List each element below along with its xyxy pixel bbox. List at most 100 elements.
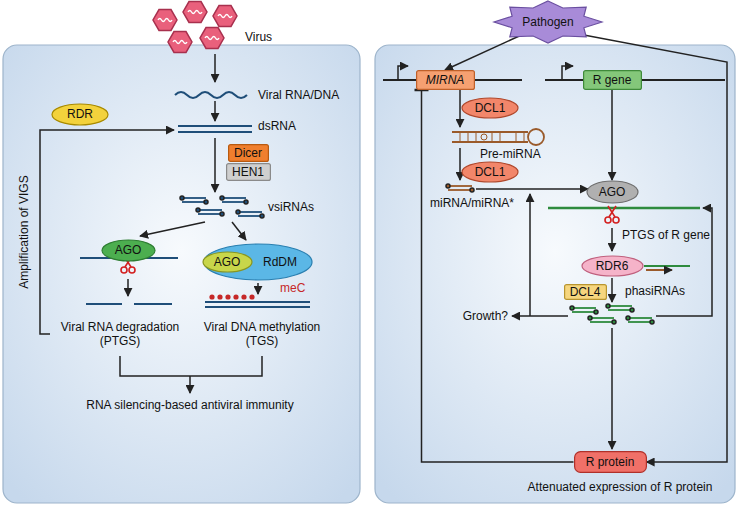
left-pathway xyxy=(140,222,205,236)
node-text: Dicer xyxy=(234,146,262,160)
node-text: RDR xyxy=(67,107,93,121)
phasirna-duplex xyxy=(570,306,598,314)
left-pathway xyxy=(40,130,174,334)
process-label: Viral RNA degradation (PTGS) xyxy=(54,320,186,348)
ellipse-shape xyxy=(204,244,312,280)
node-text: MIRNA xyxy=(426,73,465,87)
node-text: DCL1 xyxy=(475,165,506,179)
right-pathway xyxy=(611,228,613,251)
inhibition-line xyxy=(422,90,574,462)
right-pathway xyxy=(512,315,530,317)
left-pathway xyxy=(178,125,252,127)
rect-shape xyxy=(228,145,268,162)
right-pathway xyxy=(656,208,712,316)
gene-box: MIRNA xyxy=(416,70,475,90)
left-pathway xyxy=(205,301,310,303)
molecule-label: Viral RNA/DNA xyxy=(258,88,339,102)
protein-ellipse: AGO xyxy=(202,251,253,273)
right-panel xyxy=(375,45,735,503)
virus-particles xyxy=(153,2,237,53)
hairpin xyxy=(452,141,528,143)
protein-box: R protein xyxy=(574,451,647,473)
ellipse-shape xyxy=(462,162,518,182)
left-pathway xyxy=(205,306,310,308)
enzyme-ellipse: DCL1 xyxy=(461,97,519,119)
protein-ellipse: AGO xyxy=(586,180,639,204)
virus-particles xyxy=(200,28,224,49)
right-pathway xyxy=(548,207,700,210)
node-text: DCL4 xyxy=(570,285,601,299)
right-pathway xyxy=(529,194,531,316)
vsirna-duplex xyxy=(180,196,264,218)
hairpin xyxy=(452,131,528,133)
virus-particles xyxy=(213,6,237,27)
virus-particles xyxy=(153,10,177,31)
hairpin xyxy=(452,129,544,145)
right-pathway xyxy=(562,66,573,80)
left-pathway xyxy=(134,303,172,305)
right-pathway xyxy=(476,188,588,190)
rect-shape xyxy=(226,164,270,181)
vsirna-duplex xyxy=(196,208,224,216)
arrow-connector xyxy=(611,90,613,180)
node-text: AGO xyxy=(599,185,626,199)
phasirna-duplex xyxy=(626,316,654,324)
rect-shape xyxy=(574,452,646,473)
node-text: R gene xyxy=(593,73,632,87)
loop-label: Amplification of VIGS xyxy=(17,175,31,288)
ellipse-shape xyxy=(582,256,643,276)
right-pathway xyxy=(398,66,408,80)
molecule-label: miRNA/miRNA* xyxy=(430,196,514,210)
methyl-dots xyxy=(249,294,254,299)
hairpin xyxy=(460,132,524,142)
methyl-dots xyxy=(233,294,238,299)
rect-shape xyxy=(583,71,641,90)
left-pathway xyxy=(120,356,262,376)
ellipse-shape xyxy=(462,98,518,118)
hairpin xyxy=(528,129,544,145)
ellipse-shape xyxy=(102,240,155,261)
methyl-dots xyxy=(209,294,254,299)
left-pathway xyxy=(127,279,129,296)
right-pathway xyxy=(646,269,672,271)
process-label: Viral DNA methylation (TGS) xyxy=(196,320,328,348)
ellipse-shape xyxy=(203,252,252,272)
ellipse-shape xyxy=(587,181,638,203)
vsirna-duplex xyxy=(180,196,208,204)
enzyme-box: Dicer xyxy=(228,144,269,162)
enzyme-ellipse: RDR xyxy=(51,103,109,126)
left-pathway xyxy=(189,376,191,393)
phasirna-duplex xyxy=(606,304,634,312)
phasirna-duplex xyxy=(570,304,654,324)
enzyme-ellipse: DCL1 xyxy=(461,161,519,183)
note-label: Growth? xyxy=(463,309,508,323)
virus-particles xyxy=(168,32,192,53)
outcome-label: Attenuated expression of R protein xyxy=(528,480,713,494)
molecule-label: Pre-miRNA xyxy=(480,147,541,161)
molecule-label: vsiRNAs xyxy=(268,200,314,214)
protein-ellipse: AGO xyxy=(101,239,156,262)
pathogen-star: Pathogen xyxy=(493,0,603,44)
enzyme-box: DCL4 xyxy=(564,284,607,300)
node-text: HEN1 xyxy=(232,165,264,179)
node-text: Pathogen xyxy=(522,15,573,29)
right-pathway xyxy=(459,148,461,180)
left-pathway xyxy=(178,131,252,133)
arrow-connector xyxy=(568,32,727,462)
right-pathway xyxy=(383,66,725,449)
left-panel xyxy=(3,45,360,503)
ellipse-shape xyxy=(52,104,108,125)
mark-label: meC xyxy=(280,281,305,295)
mirna-duplex xyxy=(446,184,474,192)
node-text: AGO xyxy=(115,243,142,257)
node-text: RDR6 xyxy=(596,259,629,273)
methyl-dots xyxy=(217,294,222,299)
methyl-dots xyxy=(209,294,214,299)
molecule-label: phasiRNAs xyxy=(625,284,685,298)
node-text: RdDM xyxy=(263,255,297,269)
molecule-label: dsRNA xyxy=(258,119,296,133)
left-pathway xyxy=(175,92,247,98)
node-text: R protein xyxy=(586,455,635,469)
scissors xyxy=(605,206,619,223)
